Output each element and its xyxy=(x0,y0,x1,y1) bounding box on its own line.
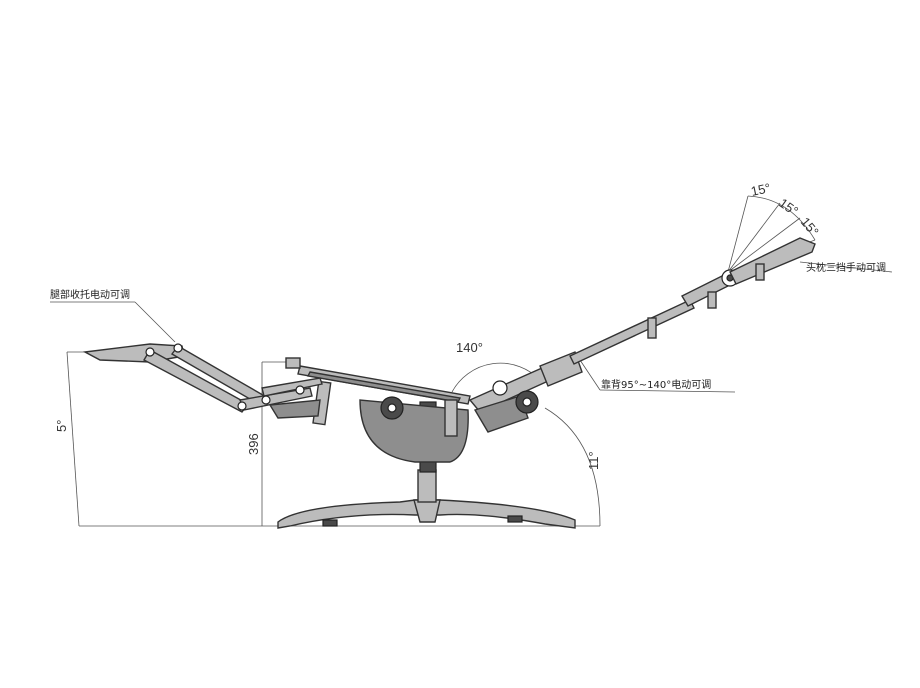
recline-angle-label: 140° xyxy=(456,340,483,355)
backrest-label: 靠背95°~140°电动可调 xyxy=(601,378,711,391)
dimension-lines xyxy=(50,195,893,527)
footrest-angle-label: 5° xyxy=(54,420,69,432)
caster-right xyxy=(507,515,523,523)
back-label-leader xyxy=(579,359,601,391)
backrest-motor xyxy=(473,395,529,433)
leg-label-leader xyxy=(134,301,176,343)
leg-pivot-5 xyxy=(295,385,305,395)
seat-bracket-rear xyxy=(444,399,458,437)
head-angle-label-1: 15° xyxy=(750,180,772,199)
seat-pan-rail xyxy=(306,371,462,403)
backrest-gear-center xyxy=(522,397,532,407)
backrest-tilt-curve xyxy=(544,407,601,527)
tilt-knob-center xyxy=(387,403,397,413)
headrest-label: 头枕三挡手动可调 xyxy=(806,261,886,274)
backrest-assembly xyxy=(468,237,816,433)
backrest-tab-2 xyxy=(707,291,717,309)
headrest-arm xyxy=(729,237,816,285)
head-fan-line-2 xyxy=(727,202,781,273)
leg-pivot-4 xyxy=(261,395,271,405)
leg-motor xyxy=(268,399,321,419)
head-angle-label-3: 15° xyxy=(798,214,822,239)
backrest-pivot xyxy=(492,380,508,396)
footrest-plate xyxy=(82,343,185,363)
head-label-leader xyxy=(799,261,893,273)
seat-front-cap xyxy=(285,357,301,369)
backrest-tilt-label: 11° xyxy=(586,451,601,470)
backrest-tube xyxy=(569,299,695,365)
footrest-angle-line xyxy=(66,351,80,527)
gas-lift-lower xyxy=(417,469,437,503)
recline-angle-arc xyxy=(451,362,541,393)
leg-pivot-3 xyxy=(237,401,247,411)
head-angle-label-2: 15° xyxy=(776,195,801,219)
back-label-underline xyxy=(599,389,736,393)
leg-link-upper xyxy=(143,349,250,413)
head-fan-line-1 xyxy=(727,195,749,273)
leg-rest-label: 腿部收托电动可调 xyxy=(50,288,130,301)
backrest-tab-1 xyxy=(647,317,657,339)
leg-rest-assembly xyxy=(82,343,323,419)
seat-height-label: 396 xyxy=(246,433,261,455)
leg-link-top xyxy=(261,377,323,397)
head-fan-line-3 xyxy=(727,217,801,273)
headrest-tab xyxy=(755,263,765,281)
head-fan-arc xyxy=(747,195,816,241)
base-hub xyxy=(413,499,441,523)
leg-pivot-2 xyxy=(173,343,183,353)
caster-left xyxy=(322,519,338,527)
leg-pivot-1 xyxy=(145,347,155,357)
